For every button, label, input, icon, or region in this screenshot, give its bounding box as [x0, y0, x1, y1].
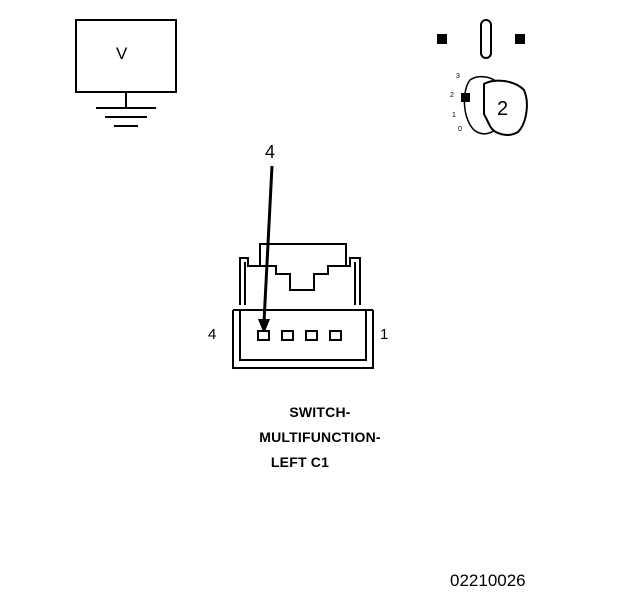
connector-housing-top	[239, 257, 361, 305]
connector-left-pin-label: 4	[208, 326, 217, 343]
switch-position-label: 0	[458, 126, 462, 133]
switch-position-label: 1	[452, 112, 456, 119]
connector-housing-inner	[239, 310, 367, 361]
cavity-pin-1	[329, 330, 342, 341]
connector-name-line-1: SWITCH-	[289, 404, 351, 420]
cavity-pin-2	[305, 330, 318, 341]
cavity-pin-3	[281, 330, 294, 341]
arrow-head	[258, 319, 270, 334]
figure-code: 02210026	[450, 571, 526, 590]
connector-name-line-2: MULTIFUNCTION-	[259, 429, 381, 445]
left-square-marker	[437, 34, 447, 44]
cavity-pin-4	[257, 330, 270, 341]
connector-latch	[259, 243, 347, 266]
connector-name-line-3: LEFT C1	[270, 454, 330, 470]
position-marker	[461, 93, 470, 102]
right-square-marker	[515, 34, 525, 44]
key-slot	[480, 19, 492, 59]
connector-housing-bottom	[232, 310, 374, 369]
switch-position-icon	[437, 19, 528, 136]
switch-position-label: 2	[450, 92, 454, 99]
connector-right-pin-label: 1	[380, 326, 389, 343]
step-number: 2	[497, 98, 509, 120]
callout-pin-number: 4	[265, 142, 276, 162]
key-knob-front	[483, 79, 528, 136]
switch-position-label: 3	[456, 73, 460, 80]
pin-cavities	[257, 330, 342, 341]
voltmeter-symbol: V	[116, 44, 128, 63]
voltmeter-box	[75, 19, 177, 93]
connector-body	[232, 243, 374, 369]
voltmeter	[75, 19, 177, 127]
